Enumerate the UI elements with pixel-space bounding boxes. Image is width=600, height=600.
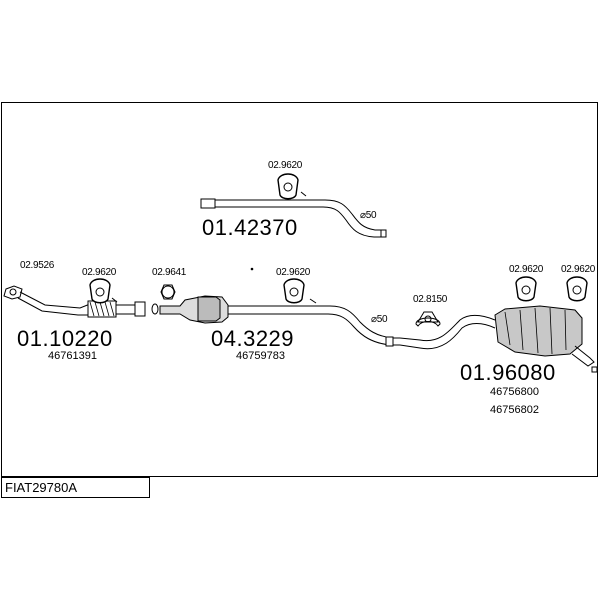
catalyst-oem: 46759783 bbox=[236, 350, 285, 362]
catalyst-code: 04.3229 bbox=[211, 326, 295, 351]
extra-pipe-drawing bbox=[200, 191, 387, 238]
diameter-label: ⌀50 bbox=[360, 210, 377, 221]
rear-silencer-oem-1: 46756800 bbox=[490, 386, 539, 398]
fitting-label: 02.9641 bbox=[152, 267, 187, 278]
front-pipe-drawing bbox=[3, 285, 146, 318]
fitting-label: 02.9620 bbox=[82, 267, 117, 278]
front-pipe-code: 01.10220 bbox=[17, 326, 113, 351]
diagram-title: FIAT29780A bbox=[1, 477, 150, 498]
extra-pipe-code: 01.42370 bbox=[202, 215, 298, 240]
clamp-drawing bbox=[151, 284, 176, 315]
rear-silencer-oem-2: 46756802 bbox=[490, 404, 539, 416]
hanger-inner bbox=[95, 182, 582, 297]
rear-silencer-code: 01.96080 bbox=[460, 360, 556, 385]
front-pipe-oem: 46761391 bbox=[48, 350, 97, 362]
rear-silencer-drawing bbox=[399, 305, 598, 373]
clamp-8150-drawing bbox=[415, 311, 441, 327]
fitting-label: 02.8150 bbox=[413, 294, 448, 305]
catalyst-drawing bbox=[159, 295, 400, 347]
fitting-label: 02.9620 bbox=[561, 264, 596, 275]
diagram-frame bbox=[1, 102, 598, 477]
fitting-label: 02.9620 bbox=[268, 160, 303, 171]
fitting-label: 02.9620 bbox=[509, 264, 544, 275]
diameter-label: ⌀50 bbox=[371, 314, 388, 325]
fitting-label: 02.9620 bbox=[276, 267, 311, 278]
fitting-label: 02.9526 bbox=[20, 260, 55, 271]
hanger-icons bbox=[89, 173, 588, 304]
